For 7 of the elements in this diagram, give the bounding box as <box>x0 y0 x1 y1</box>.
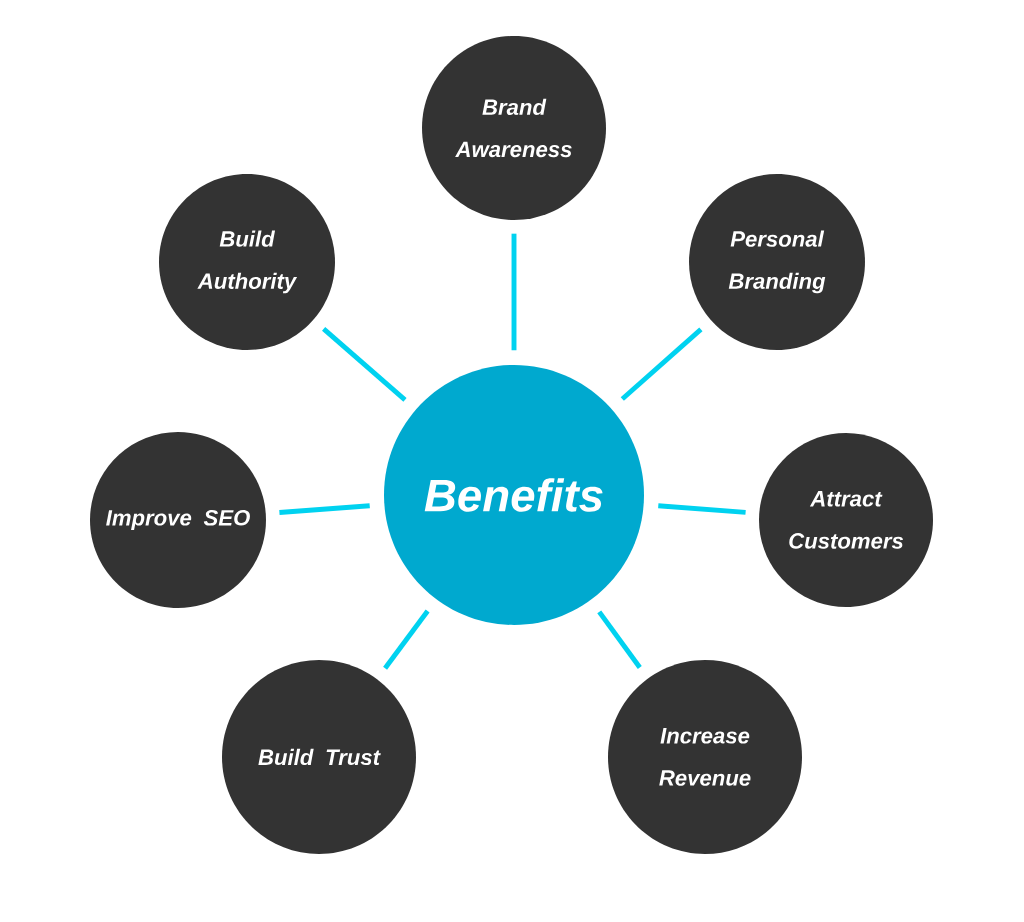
connector-line <box>511 233 517 351</box>
connector-line <box>658 503 746 515</box>
connector-line <box>322 327 407 402</box>
connector-line <box>620 327 703 401</box>
connector-line <box>597 610 642 669</box>
connector-line <box>383 609 430 670</box>
connector-line <box>279 503 370 515</box>
